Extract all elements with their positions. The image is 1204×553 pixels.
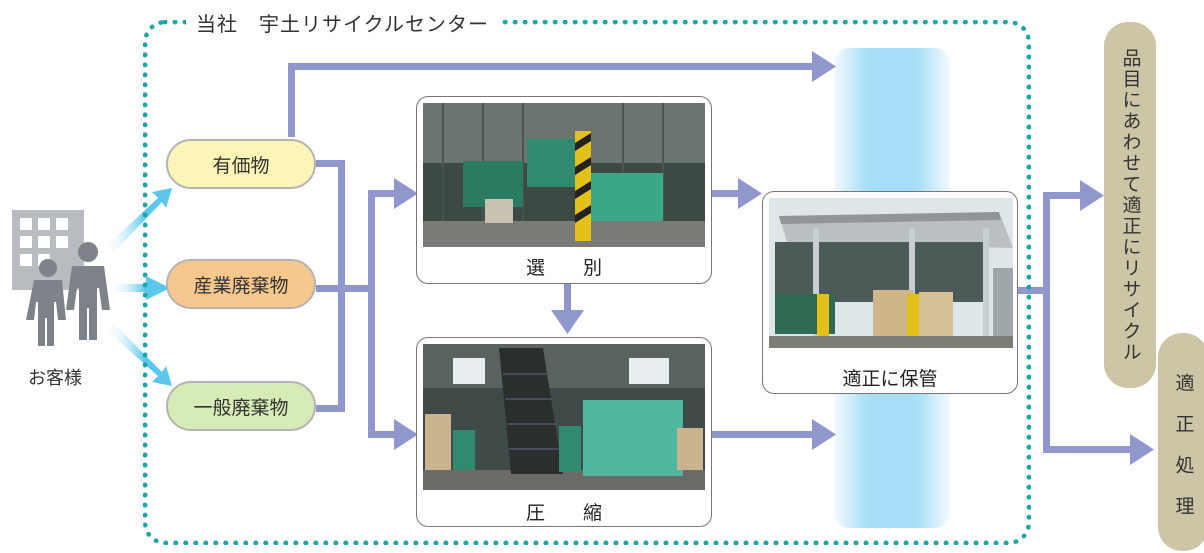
waste-type-label: 有価物 [212,154,270,177]
customer-label: お客様 [28,368,82,389]
recycle-output-label: 品目にあわせて適正にリサイクル [1119,48,1142,363]
compression-process: 圧 縮 [416,337,712,527]
waste-type-general: 一般廃棄物 [166,381,316,431]
waste-type-label: 産業廃棄物 [193,274,289,297]
compression-photo [423,344,705,490]
disposal-output-label: 適正処理 [1172,373,1195,537]
waste-type-industrial: 産業廃棄物 [166,259,316,309]
customer-icon [12,210,110,346]
sorting-label: 選 別 [525,257,602,279]
sorting-process: 選 別 [416,96,712,284]
company-frame [143,20,1031,545]
waste-type-valuables: 有価物 [166,139,316,189]
waste-type-label: 一般廃棄物 [193,396,289,419]
compression-label: 圧 縮 [525,502,602,524]
sorting-photo [423,103,705,247]
storage-photo [769,198,1013,348]
disposal-output: 適正処理 [1158,333,1204,551]
storage-process: 適正に保管 [762,191,1018,394]
frame-title: 当社 宇土リサイクルセンター [186,8,499,37]
storage-label: 適正に保管 [842,368,938,390]
recycle-output: 品目にあわせて適正にリサイクル [1104,22,1156,388]
